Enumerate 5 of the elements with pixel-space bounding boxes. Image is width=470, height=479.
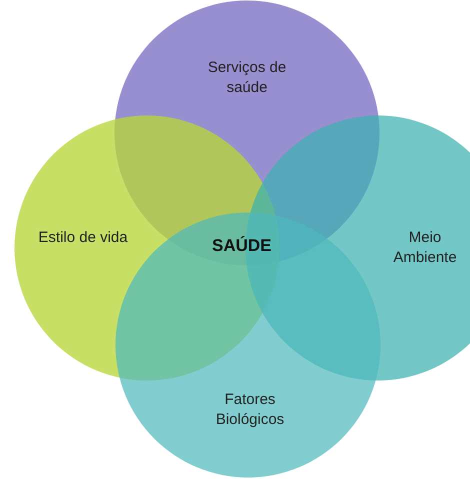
center-label: SAÚDE [212, 236, 272, 256]
circle-label: Meio Ambiente [392, 228, 458, 268]
circle-label: Serviços de saúde [206, 58, 288, 98]
circle-label: Fatores Biológicos [214, 390, 286, 430]
circle-label: Estilo de vida [37, 228, 129, 248]
